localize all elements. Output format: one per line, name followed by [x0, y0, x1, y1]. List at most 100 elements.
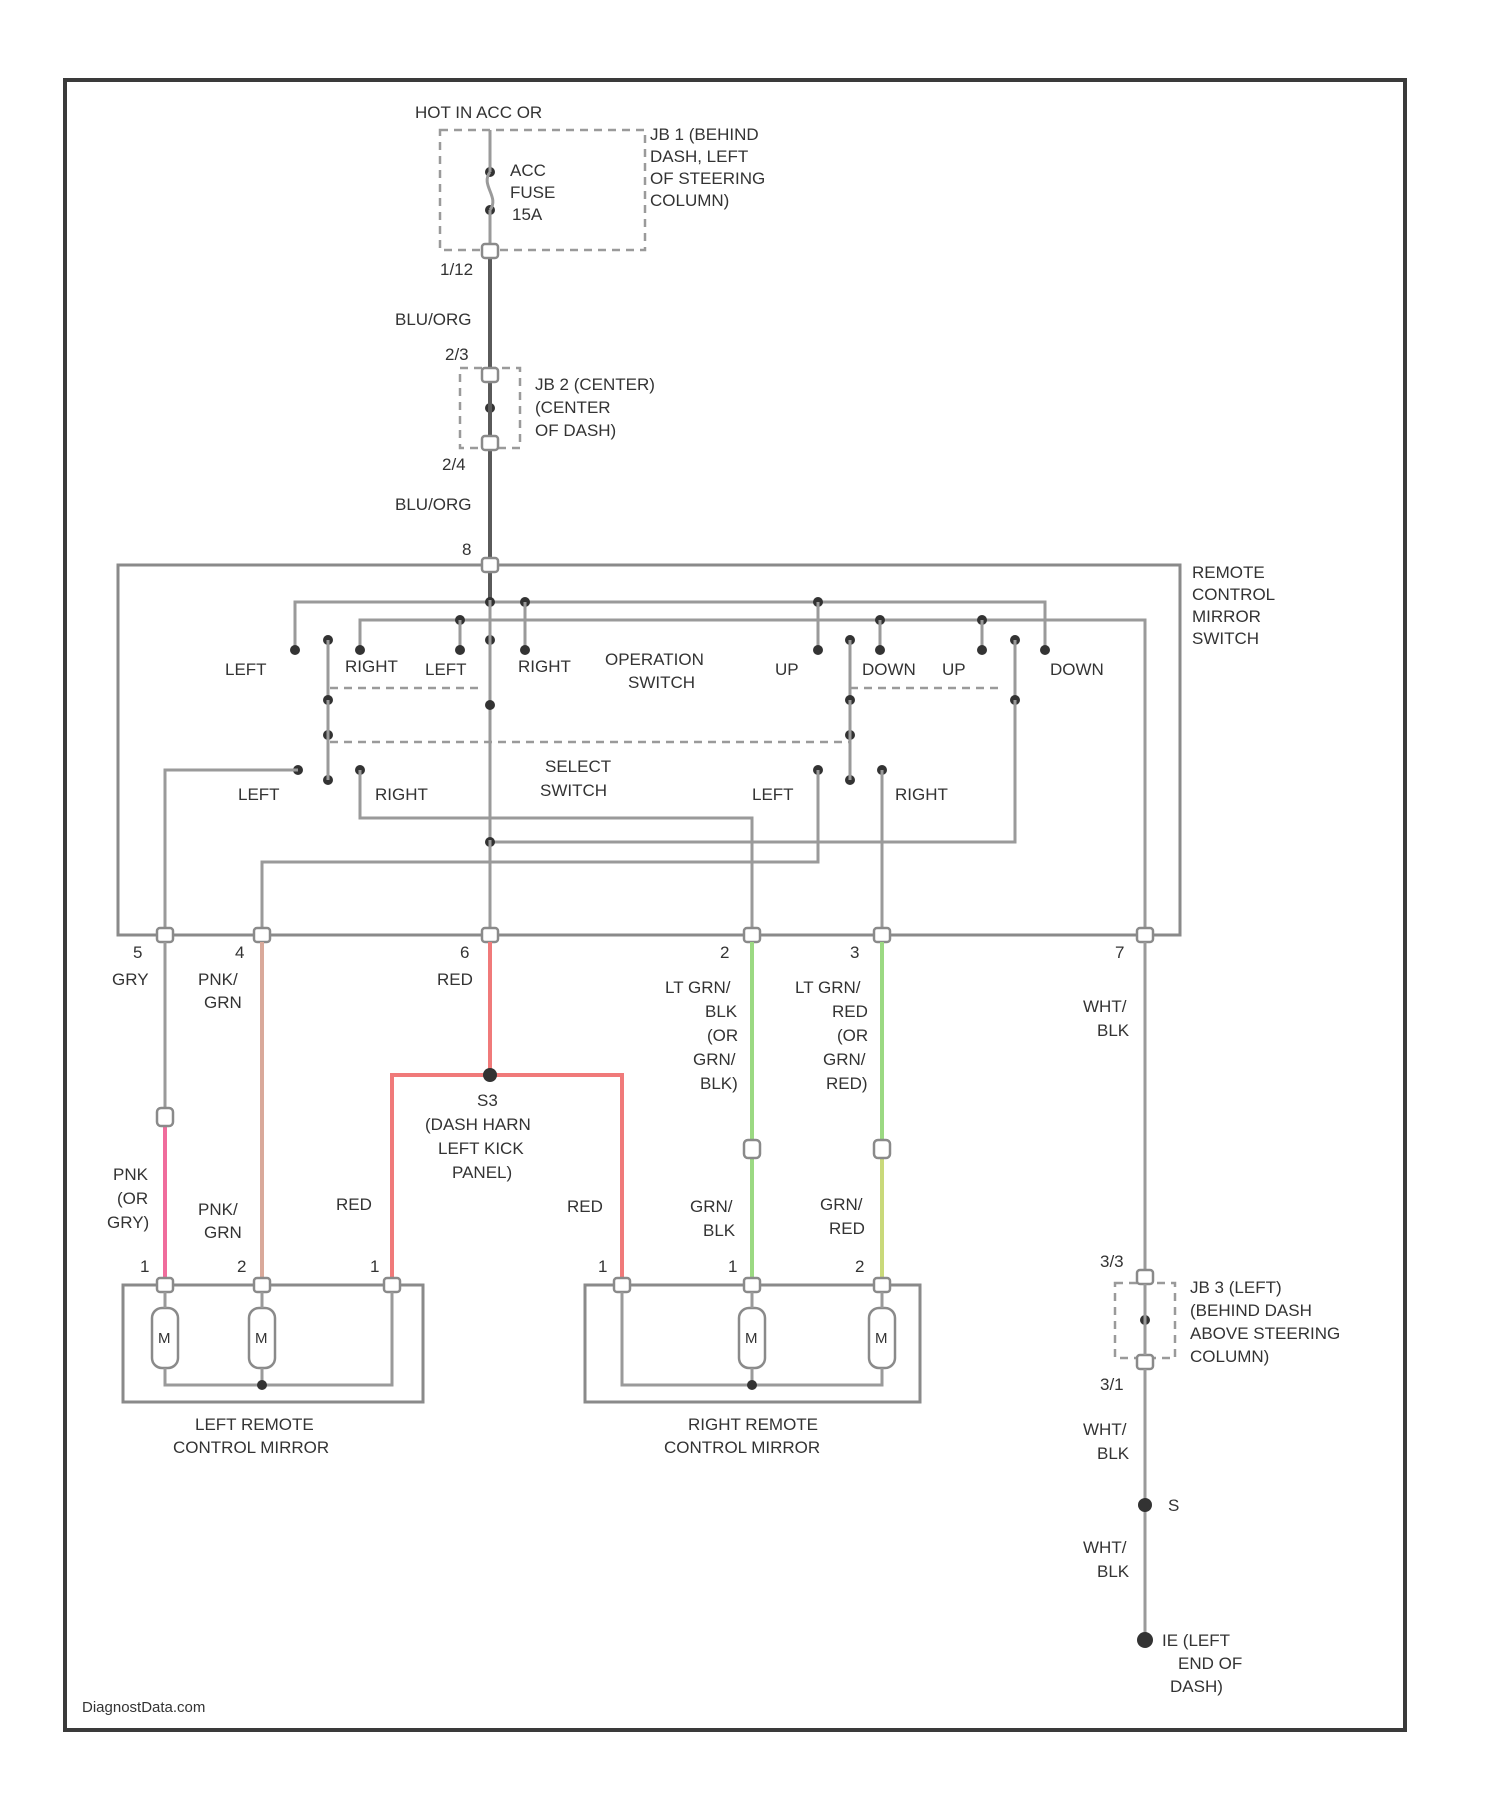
label-red-left: RED: [336, 1195, 372, 1214]
svg-text:PNK/: PNK/: [198, 970, 238, 989]
left-mirror-internal: [165, 1292, 392, 1385]
svg-text:GRN/: GRN/: [693, 1050, 736, 1069]
jb3-out-pin: 3/1: [1100, 1375, 1124, 1394]
jb3-in-terminal: [1137, 1270, 1153, 1284]
svg-text:MIRROR: MIRROR: [1192, 607, 1261, 626]
ground-splice-label: S: [1168, 1496, 1179, 1515]
jb3-label: JB 3 (LEFT) (BEHIND DASH ABOVE STEERING …: [1190, 1278, 1340, 1366]
jb3-out-terminal: [1137, 1355, 1153, 1369]
svg-text:WHT/: WHT/: [1083, 997, 1127, 1016]
svg-text:IE (LEFT: IE (LEFT: [1162, 1631, 1230, 1650]
hot-label: HOT IN ACC OR: [415, 103, 542, 122]
label-grn-red: GRN/ RED: [820, 1195, 865, 1238]
svg-text:JB 1 (BEHIND: JB 1 (BEHIND: [650, 125, 759, 144]
right-mirror-pins: 1 1 2: [598, 1257, 890, 1292]
svg-text:4: 4: [235, 943, 244, 962]
right-mirror-label: RIGHT REMOTE CONTROL MIRROR: [664, 1415, 820, 1457]
svg-text:1: 1: [598, 1257, 607, 1276]
left-mirror-motor-1: M: [152, 1308, 178, 1368]
svg-text:END OF: END OF: [1178, 1654, 1242, 1673]
label-pnk-grn: PNK/ GRN: [198, 970, 242, 1012]
switch-top-pin: 8: [462, 540, 471, 559]
jb1-out-pin: 1/12: [440, 260, 473, 279]
svg-text:1: 1: [370, 1257, 379, 1276]
label-pnk-or-gry: PNK (OR GRY): [107, 1165, 149, 1232]
svg-text:JB 3 (LEFT): JB 3 (LEFT): [1190, 1278, 1282, 1297]
svg-text:3: 3: [850, 943, 859, 962]
svg-text:BLK): BLK): [700, 1074, 738, 1093]
svg-text:DASH, LEFT: DASH, LEFT: [650, 147, 748, 166]
svg-text:PANEL): PANEL): [452, 1163, 512, 1182]
switch-name: REMOTE CONTROL MIRROR SWITCH: [1192, 563, 1275, 648]
svg-text:GRN: GRN: [204, 993, 242, 1012]
svg-text:SWITCH: SWITCH: [1192, 629, 1259, 648]
svg-text:ABOVE STEERING: ABOVE STEERING: [1190, 1324, 1340, 1343]
svg-text:RIGHT REMOTE: RIGHT REMOTE: [688, 1415, 818, 1434]
svg-text:CONTROL MIRROR: CONTROL MIRROR: [664, 1438, 820, 1457]
watermark: DiagnostData.com: [82, 1699, 205, 1716]
svg-text:BLK: BLK: [1097, 1021, 1130, 1040]
operation-switch-label: OPERATION SWITCH: [605, 650, 704, 692]
svg-text:COLUMN): COLUMN): [1190, 1347, 1269, 1366]
svg-text:M: M: [158, 1330, 171, 1347]
svg-text:GRN/: GRN/: [690, 1197, 733, 1216]
right-mirror-node: [747, 1380, 757, 1390]
ground-label: IE (LEFT END OF DASH): [1162, 1631, 1242, 1696]
svg-text:RED: RED: [829, 1219, 865, 1238]
label-pnk-grn-2: PNK/ GRN: [198, 1200, 242, 1242]
svg-text:(DASH HARN: (DASH HARN: [425, 1115, 531, 1134]
diagram-frame: [65, 80, 1405, 1730]
connector-lt-grn-blk: [744, 1140, 760, 1158]
jb2-out-terminal: [482, 436, 498, 450]
svg-text:RIGHT: RIGHT: [375, 785, 428, 804]
svg-text:REMOTE: REMOTE: [1192, 563, 1265, 582]
label-wht-blk-2: WHT/ BLK: [1083, 1420, 1130, 1463]
wire-label-blu-org-2: BLU/ORG: [395, 495, 472, 514]
svg-text:CONTROL MIRROR: CONTROL MIRROR: [173, 1438, 329, 1457]
svg-text:2: 2: [237, 1257, 246, 1276]
svg-text:PNK: PNK: [113, 1165, 149, 1184]
svg-text:WHT/: WHT/: [1083, 1538, 1127, 1557]
svg-text:WHT/: WHT/: [1083, 1420, 1127, 1439]
svg-text:SWITCH: SWITCH: [540, 781, 607, 800]
svg-text:1: 1: [728, 1257, 737, 1276]
svg-text:OF DASH): OF DASH): [535, 421, 616, 440]
svg-text:LT GRN/: LT GRN/: [795, 978, 861, 997]
svg-text:LEFT: LEFT: [225, 660, 267, 679]
fuse-element: [487, 130, 493, 250]
switch-bus-top: [295, 602, 1045, 650]
svg-text:2: 2: [720, 943, 729, 962]
svg-text:LEFT KICK: LEFT KICK: [438, 1139, 524, 1158]
jb2-out-pin: 2/4: [442, 455, 466, 474]
right-mirror-motor-2: M: [869, 1308, 895, 1368]
label-red-right: RED: [567, 1197, 603, 1216]
svg-text:ACC: ACC: [510, 161, 546, 180]
svg-text:BLK: BLK: [703, 1221, 736, 1240]
acc-fuse-label: ACC FUSE 15A: [510, 161, 555, 224]
svg-text:UP: UP: [775, 660, 799, 679]
svg-text:JB 2 (CENTER): JB 2 (CENTER): [535, 375, 655, 394]
svg-text:(BEHIND DASH: (BEHIND DASH: [1190, 1301, 1312, 1320]
connector-gry: [157, 1108, 173, 1126]
svg-text:RIGHT: RIGHT: [345, 657, 398, 676]
svg-text:1: 1: [140, 1257, 149, 1276]
svg-text:5: 5: [133, 943, 142, 962]
svg-text:S3: S3: [477, 1091, 498, 1110]
svg-text:BLK: BLK: [1097, 1444, 1130, 1463]
svg-text:LEFT: LEFT: [752, 785, 794, 804]
svg-text:GRN: GRN: [204, 1223, 242, 1242]
switch-internal-routing: [165, 700, 1015, 935]
svg-text:6: 6: [460, 943, 469, 962]
svg-text:7: 7: [1115, 943, 1124, 962]
ground-splice: [1138, 1498, 1152, 1512]
svg-text:DASH): DASH): [1170, 1677, 1223, 1696]
left-mirror-node: [257, 1380, 267, 1390]
svg-text:RIGHT: RIGHT: [895, 785, 948, 804]
svg-text:BLK: BLK: [705, 1002, 738, 1021]
jb1-label: JB 1 (BEHIND DASH, LEFT OF STEERING COLU…: [650, 125, 765, 210]
jb2-in-pin: 2/3: [445, 345, 469, 364]
svg-text:DOWN: DOWN: [862, 660, 916, 679]
svg-text:SELECT: SELECT: [545, 757, 611, 776]
svg-text:RED: RED: [832, 1002, 868, 1021]
svg-text:(CENTER: (CENTER: [535, 398, 611, 417]
